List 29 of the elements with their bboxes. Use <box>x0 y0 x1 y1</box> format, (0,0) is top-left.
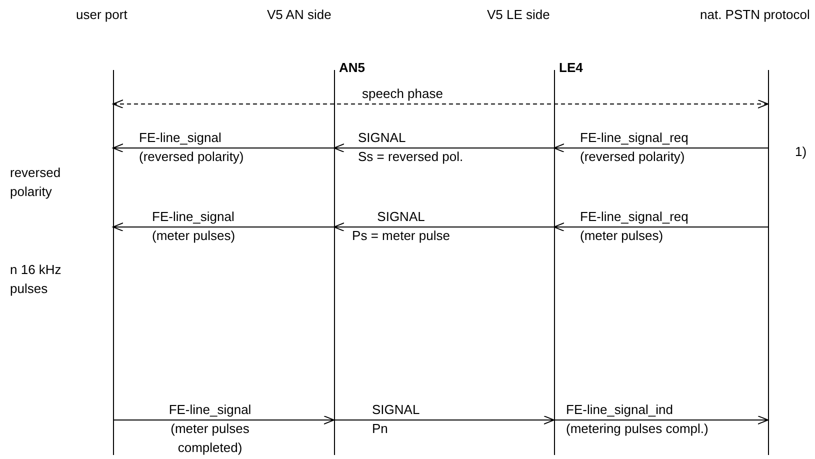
arrow <box>554 416 768 424</box>
lifeline-header: V5 AN side <box>267 7 332 23</box>
note-text: reversed polarity <box>10 164 62 201</box>
edge-label: FE-line_signal (meter pulses completed) <box>168 401 252 457</box>
arrow <box>112 100 768 108</box>
arrow <box>334 144 554 152</box>
edge-label: SIGNAL Ps = meter pulse <box>351 208 451 245</box>
arrow <box>334 416 554 424</box>
edge-label: SIGNAL Pn <box>372 401 421 438</box>
edge-label: FE-line_signal_req (reversed polarity) <box>580 129 690 166</box>
note-text: 1) <box>795 143 808 161</box>
lifeline-header: user port <box>76 7 128 23</box>
edge-label: SIGNAL Ss = reversed pol. <box>358 129 464 166</box>
edge-label: FE-line_signal_ind (metering pulses compl.) <box>566 401 710 438</box>
arrow <box>554 144 768 152</box>
arrow <box>334 222 554 232</box>
edge-label: FE-line_signal (reversed polarity) <box>139 129 245 166</box>
edge-label: FE-line_signal (meter pulses) <box>152 208 236 245</box>
edge-label: speech phase <box>362 85 444 103</box>
arrow <box>112 144 334 152</box>
lifeline-header: nat. PSTN protocol <box>700 7 810 23</box>
lifeline-header: V5 LE side <box>487 7 550 23</box>
note-text: n 16 kHz pulses <box>10 261 62 298</box>
arrow <box>112 222 334 232</box>
arrow <box>112 416 334 424</box>
arrow <box>554 222 768 232</box>
entity-label: AN5 <box>339 60 366 76</box>
edge-label: FE-line_signal_req (meter pulses) <box>580 208 690 245</box>
entity-label: LE4 <box>559 60 583 76</box>
